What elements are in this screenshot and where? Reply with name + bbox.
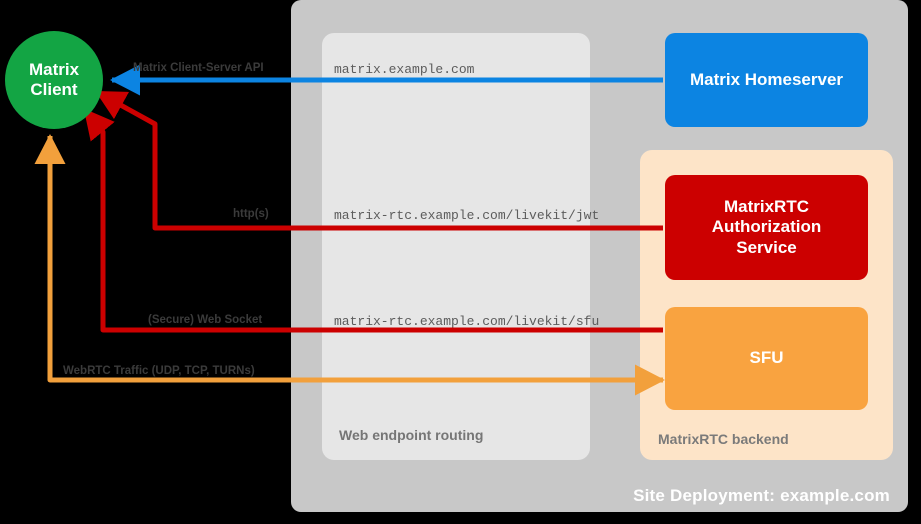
wire-websocket-sfu xyxy=(83,108,663,333)
wire-http-auth-service xyxy=(95,89,663,231)
endpoint-url-matrix: matrix.example.com xyxy=(334,62,475,77)
site-deployment-label: Site Deployment: example.com xyxy=(633,486,890,505)
edge-label-web-socket: (Secure) Web Socket xyxy=(148,314,263,326)
matrixrtc-backend-label: MatrixRTC backend xyxy=(658,431,789,447)
edge-label-matrix-client-server-api: Matrix Client-Server API xyxy=(133,62,264,74)
matrix-homeserver-label: Matrix Homeserver xyxy=(689,69,844,89)
endpoint-url-livekit-jwt: matrix-rtc.example.com/livekit/jwt xyxy=(334,208,600,223)
node-matrix-client[interactable]: Matrix Client xyxy=(5,31,103,129)
edge-label-http: http(s) xyxy=(233,208,269,220)
node-sfu[interactable]: SFU xyxy=(665,307,868,410)
endpoint-url-livekit-sfu: matrix-rtc.example.com/livekit/sfu xyxy=(334,314,600,329)
edge-label-webrtc-traffic: WebRTC Traffic (UDP, TCP, TURNs) xyxy=(63,365,255,377)
matrix-client-label-line2: Client xyxy=(30,80,78,99)
node-matrix-homeserver[interactable]: Matrix Homeserver xyxy=(665,33,868,127)
node-matrixrtc-authorization-service[interactable]: MatrixRTC Authorization Service xyxy=(665,175,868,280)
web-endpoint-routing-label: Web endpoint routing xyxy=(339,427,484,443)
web-endpoint-routing-container: Web endpoint routing xyxy=(322,33,590,460)
matrix-client-label-line1: Matrix xyxy=(28,59,80,79)
sfu-label: SFU xyxy=(749,348,784,368)
matrixrtc-authorization-service-label: MatrixRTC Authorization Service xyxy=(711,196,822,257)
wire-webrtc-traffic xyxy=(34,133,663,383)
